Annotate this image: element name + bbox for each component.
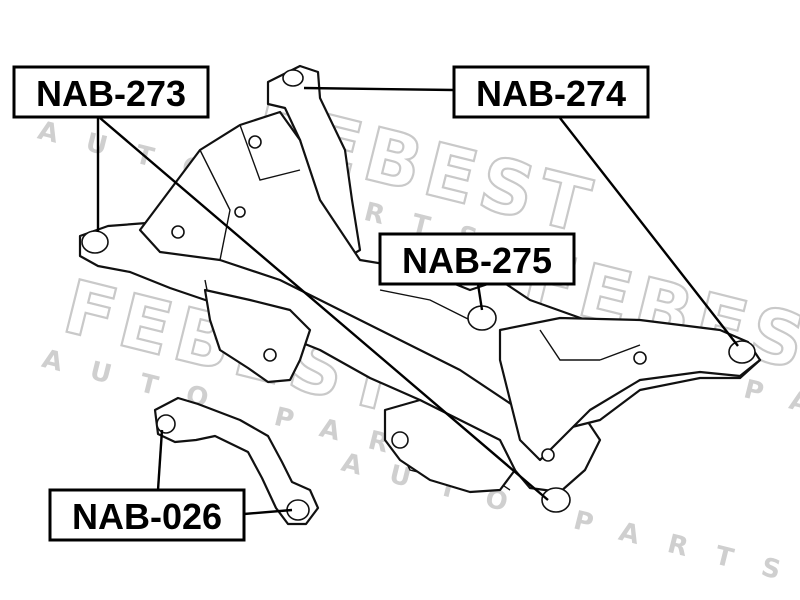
label-box [452,65,650,119]
leader-nab-273-b [99,117,549,501]
rear-subframe-drawing [78,64,762,526]
bolt-hole [234,206,246,218]
lower-left-bracket [203,288,312,384]
part-number-nab-275: NAB-275 [402,240,552,281]
bolt-hole [541,448,555,462]
bushing-top-mount [282,69,304,87]
bolt-hole [171,225,185,239]
leader-nab-026-a [156,429,164,491]
label-box [378,232,576,286]
label-box [12,65,210,119]
leader-nab-274-a [303,86,455,92]
bolt-hole [248,135,262,149]
label-nab-275: NAB-275 [378,232,576,286]
part-number-nab-273: NAB-273 [36,73,186,114]
bracket-detail [199,124,641,361]
part-number-nab-026: NAB-026 [72,496,222,537]
bushing-nab-273-mount [81,230,109,254]
rear-crossmember [498,316,762,462]
bushing-nab-274-mount [728,340,756,364]
label-nab-274: NAB-274 [452,65,650,119]
bushing-rear-mount [541,487,571,513]
label-nab-273: NAB-273 [12,65,210,119]
bolt-hole [391,431,409,449]
leader-nab-275 [476,283,484,311]
label-box [48,488,246,542]
bushing-arm-mount [156,414,176,434]
upper-arm [266,64,362,264]
part-number-nab-274: NAB-274 [476,73,626,114]
trailing-arm [153,396,320,526]
bolt-hole [263,348,277,362]
leader-lines [96,86,739,516]
leader-nab-026-b [243,508,293,516]
bolt-hole [633,351,647,365]
label-nab-026: NAB-026 [48,488,246,542]
leader-nab-274-b [559,117,739,347]
